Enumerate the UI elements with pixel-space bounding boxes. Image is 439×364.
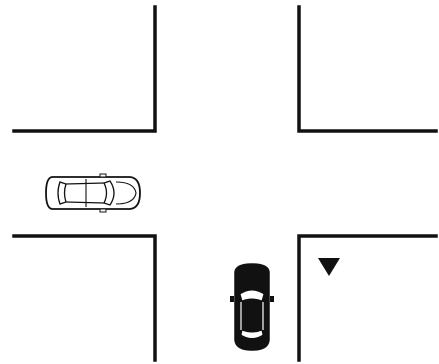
yield-triangle-icon (318, 258, 340, 276)
black-car-mirror-left (230, 296, 234, 302)
black-car-windshield (240, 290, 264, 301)
black-car (230, 264, 274, 350)
white-car (46, 174, 140, 212)
curb-south-east (299, 236, 436, 360)
curb-north-west (14, 7, 155, 131)
curb-south-west (14, 236, 155, 360)
white-car-mirror-top (100, 174, 106, 177)
black-car-mirror-right (270, 296, 274, 302)
white-car-rear-window (58, 182, 66, 204)
white-car-mirror-bottom (100, 209, 106, 212)
curb-north-east (299, 7, 436, 131)
